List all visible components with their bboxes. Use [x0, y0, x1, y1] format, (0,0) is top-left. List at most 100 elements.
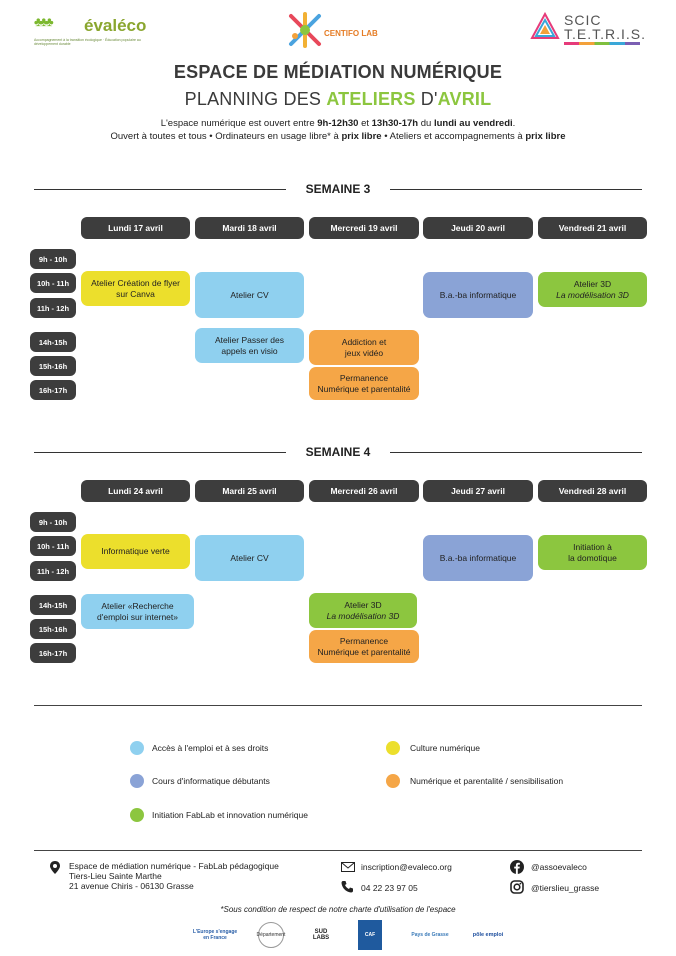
info-text: . — [512, 118, 516, 129]
legend-swatch — [130, 808, 144, 822]
centifo-name-a: CENTIFO — [324, 29, 360, 38]
activity-subtitle: La modélisation 3D — [326, 610, 400, 621]
tetris-line2: T.E.T.R.I.S. — [564, 26, 647, 42]
info-bold: 13h30-17h — [371, 118, 419, 129]
tetris-color-bar — [564, 42, 640, 45]
footnote: *Sous condition de respect de notre char… — [220, 905, 456, 914]
activity-subtitle: la domotique — [568, 552, 617, 563]
legend-swatch — [130, 741, 144, 755]
activity-title: Atelier CV — [230, 552, 269, 563]
legend-label: Numérique et parentalité / sensibilisati… — [410, 776, 564, 786]
centifo-name: CENTIFO LAB — [324, 29, 378, 38]
legend-label: Accès à l'emploi et à ses droits — [152, 743, 269, 753]
week3-label: SEMAINE 3 — [305, 182, 371, 196]
footer-email[interactable]: inscription@evaleco.org — [361, 862, 452, 872]
week-divider-right — [390, 189, 642, 190]
facebook-icon — [510, 860, 524, 874]
info-bold: 9h-12h30 — [317, 118, 359, 129]
legend-swatch — [386, 741, 400, 755]
legend-label: Cours d'informatique débutants — [152, 776, 270, 786]
opening-hours-text: L'espace numérique est ouvert entre 9h-1… — [0, 118, 676, 129]
tetris-triangle-icon — [530, 12, 560, 39]
footer-address: Espace de médiation numérique - FabLab p… — [69, 861, 279, 891]
time-slot: 15h-16h — [30, 356, 76, 376]
week-divider-left — [34, 189, 286, 190]
day-header: Vendredi 28 avril — [538, 480, 647, 502]
time-slot: 11h - 12h — [30, 561, 76, 581]
evaleco-tagline: Accompagnement à la transition écologiqu… — [34, 38, 141, 46]
activity-title: Permanence — [339, 372, 389, 383]
activity-title: Atelier 3D — [573, 278, 612, 289]
page-subtitle: PLANNING DES ATELIERS D'AVRIL — [0, 89, 676, 110]
activity-subtitle: Numérique et parentalité — [317, 383, 411, 394]
subtitle-part2: ATELIERS — [326, 89, 416, 109]
activity-block[interactable]: Atelier CV — [195, 272, 304, 318]
activity-title: Atelier CV — [230, 289, 269, 300]
time-slot: 16h-17h — [30, 643, 76, 663]
legend-label: Initiation FabLab et innovation numériqu… — [152, 810, 308, 820]
tetris-line1: SCIC — [564, 12, 602, 28]
footer-phone[interactable]: 04 22 23 97 05 — [361, 883, 418, 893]
day-header: Vendredi 21 avril — [538, 217, 647, 239]
address-line: Tiers-Lieu Sainte Marthe — [69, 871, 162, 881]
activity-block[interactable]: B.a.-ba informatique — [423, 535, 533, 581]
activity-title: Addiction et — [341, 336, 387, 347]
legend-label: Culture numérique — [410, 743, 480, 753]
activity-subtitle: jeux vidéo — [344, 347, 384, 358]
partner-logo-pays-de-grasse: Pays de Grasse — [411, 932, 449, 938]
activity-subtitle: appels en visio — [221, 345, 278, 356]
day-header: Mardi 18 avril — [195, 217, 304, 239]
activity-block[interactable]: B.a.-ba informatique — [423, 272, 533, 318]
subtitle-part4: AVRIL — [437, 89, 492, 109]
day-header: Mardi 25 avril — [195, 480, 304, 502]
legend-divider — [34, 705, 642, 706]
footer-facebook[interactable]: @assoevaleco — [531, 862, 587, 872]
activity-title: Permanence — [339, 635, 389, 646]
day-header: Jeudi 20 avril — [423, 217, 533, 239]
instagram-icon — [510, 880, 524, 894]
activity-title: Atelier Création de flyer — [91, 277, 180, 288]
subtitle-part1: PLANNING DES — [184, 89, 327, 109]
time-slot: 15h-16h — [30, 619, 76, 639]
info-bold: lundi au vendredi — [433, 118, 513, 129]
day-header: Lundi 17 avril — [81, 217, 190, 239]
info-text: Ouvert à toutes et tous • Ordinateurs en… — [110, 131, 342, 142]
info-text: et — [358, 118, 372, 129]
time-slot: 11h - 12h — [30, 298, 76, 318]
week-divider-left — [34, 452, 286, 453]
time-slot: 9h - 10h — [30, 512, 76, 532]
centifo-name-b: LAB — [359, 29, 378, 38]
activity-subtitle: La modélisation 3D — [556, 289, 629, 300]
location-pin-icon — [50, 861, 60, 874]
week4-label: SEMAINE 4 — [305, 445, 371, 459]
info-text: L'espace numérique est ouvert entre — [160, 118, 318, 129]
time-slot: 10h - 11h — [30, 273, 76, 293]
activity-subtitle: sur Canva — [116, 288, 155, 299]
footer-instagram[interactable]: @tierslieu_grasse — [531, 883, 600, 893]
activity-title: Atelier «Recherche — [101, 600, 174, 611]
tetris-logo: SCIC T.E.T.R.I.S. — [530, 12, 648, 46]
mail-icon — [341, 862, 355, 872]
time-slot: 14h-15h — [30, 332, 76, 352]
clover-icon: ♣♣♣ — [34, 14, 54, 29]
info-text: • Ateliers et accompagnements à — [381, 131, 526, 142]
subtitle-part3: D' — [415, 89, 438, 109]
legend-swatch — [386, 774, 400, 788]
time-slot: 16h-17h — [30, 380, 76, 400]
activity-title: Atelier 3D — [344, 599, 382, 610]
day-header: Mercredi 19 avril — [309, 217, 419, 239]
day-header: Mercredi 26 avril — [309, 480, 419, 502]
activity-block[interactable]: Atelier CV — [195, 535, 304, 581]
activity-block[interactable]: Informatique verte — [81, 534, 190, 569]
activity-title: B.a.-ba informatique — [439, 552, 517, 563]
activity-title: Initiation à — [573, 541, 612, 552]
